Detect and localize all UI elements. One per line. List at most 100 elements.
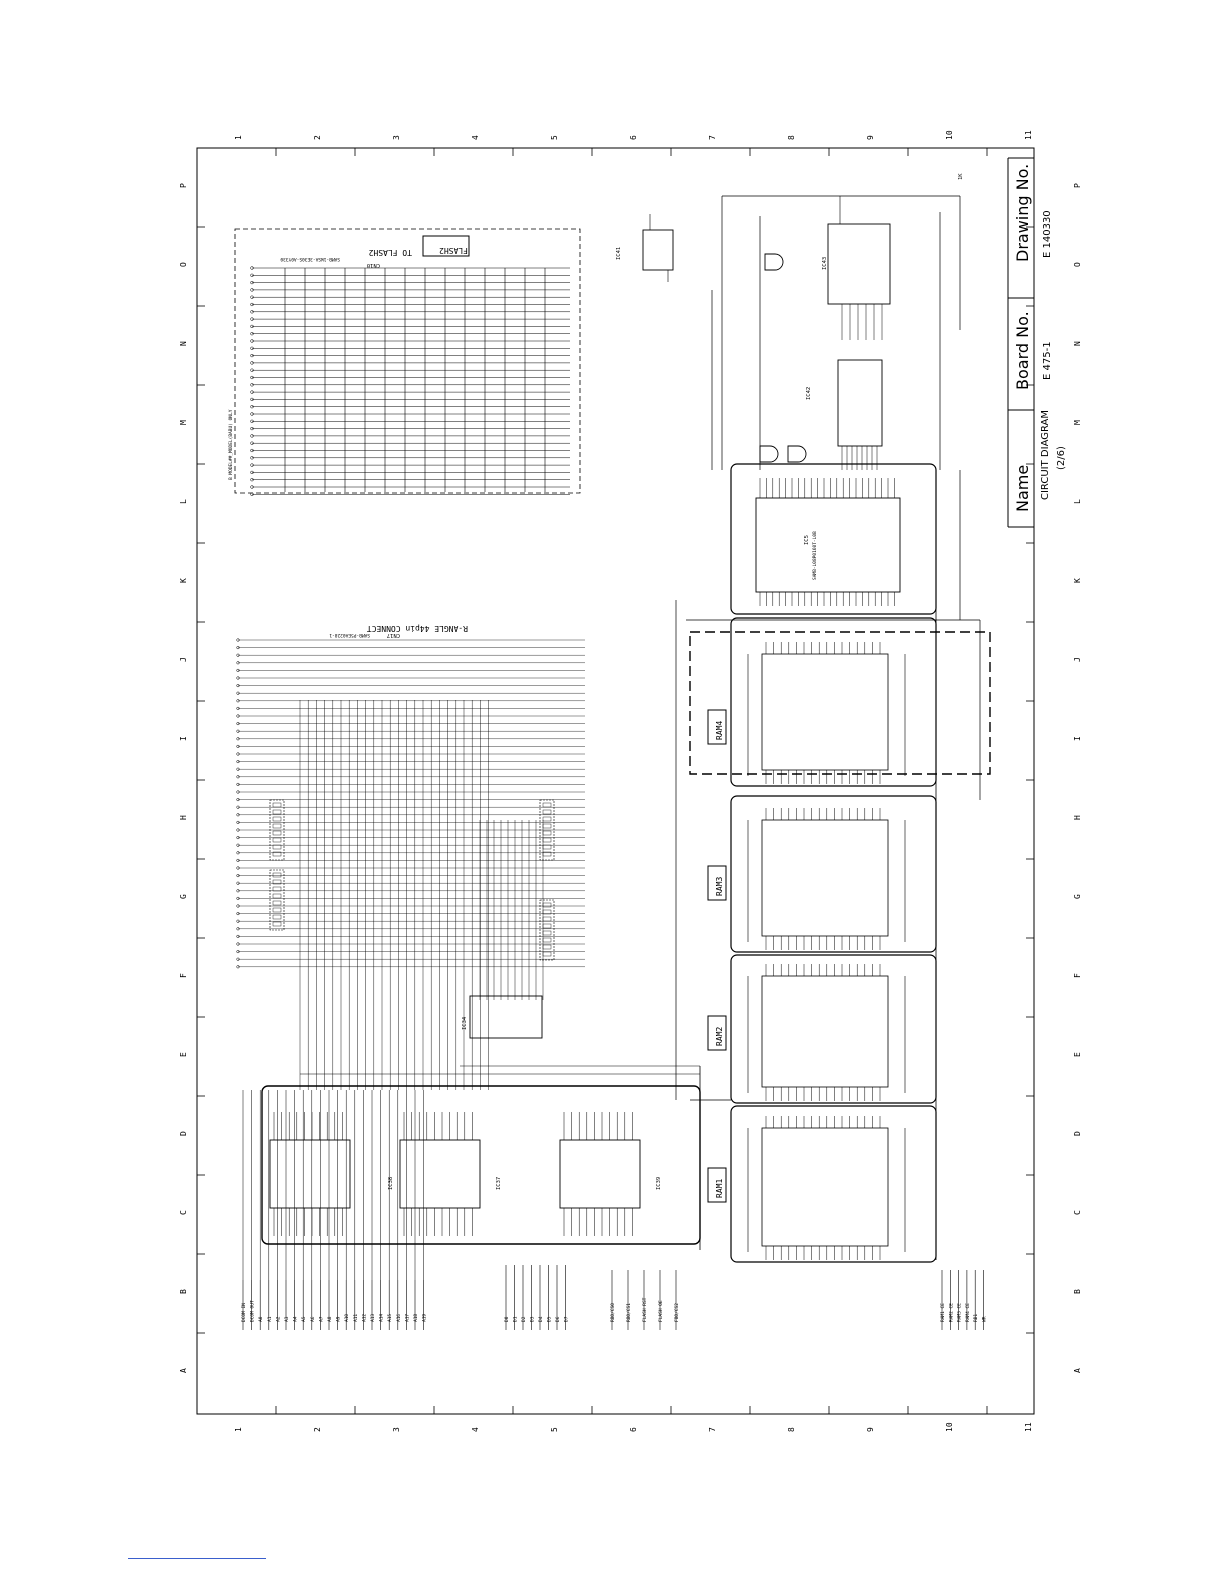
cn17-pin	[236, 866, 240, 870]
cn17-pin	[236, 782, 240, 786]
row-letter-left: E	[179, 1052, 188, 1057]
resistor-array	[269, 799, 285, 861]
ram-signal-label: RD1	[973, 1314, 979, 1322]
row-letter-right: H	[1073, 815, 1082, 820]
cn17-pin	[236, 919, 240, 923]
row-letter-right: F	[1073, 973, 1082, 978]
cn17-pin	[236, 646, 240, 650]
cn17-part: SAMB-P5EA0228-1	[329, 632, 370, 638]
left-signal-label: A15	[387, 1314, 393, 1322]
cn17-pin	[236, 934, 240, 938]
name-label: Name	[1013, 465, 1032, 512]
row-letter-left: L	[179, 499, 188, 504]
cn17-pin	[236, 843, 240, 847]
ic37-label: IC37	[496, 1177, 502, 1190]
left-signal-label: A17	[404, 1314, 410, 1322]
column-number-bottom: 6	[629, 1427, 638, 1432]
column-number-bottom: 2	[313, 1427, 322, 1432]
resistor	[542, 951, 552, 957]
ic5-flash: IC5 SAMB-L08P0160T-L0B	[730, 463, 937, 615]
cn10-part: SAMB-1WSA-3E30S-A0Y330	[280, 256, 340, 262]
title-block: Drawing No. E 140330 Board No. E 475-1 N…	[1007, 157, 1067, 528]
resistor-array	[539, 799, 555, 861]
cn10-pin-lines	[250, 266, 570, 496]
resistor	[542, 937, 552, 943]
resistor	[272, 844, 282, 850]
board-no-value: E 475-1	[1042, 341, 1053, 380]
flash2-block: FLASH2 TO FLASH2 CN10 SAMB-1WSA-3E30S-A0…	[228, 228, 581, 496]
buffer-ic	[269, 1139, 351, 1209]
column-number-bottom: 4	[471, 1427, 480, 1432]
cn10-pin	[250, 478, 254, 482]
row-letter-left: H	[179, 815, 188, 820]
ic42-label: IC42	[806, 387, 812, 400]
row-letter-left: N	[179, 341, 188, 346]
cn10-pin	[250, 412, 254, 416]
resistor-array	[539, 899, 555, 961]
cn17-pin	[236, 858, 240, 862]
row-letter-left: B	[179, 1289, 188, 1294]
row-letter-right: E	[1073, 1052, 1082, 1057]
resistor	[272, 837, 282, 843]
cn17-pin	[236, 638, 240, 642]
left-signal-label: A3	[284, 1316, 290, 1322]
cn17-pin	[236, 737, 240, 741]
left-signal-label: A7	[318, 1316, 324, 1322]
row-letter-right: K	[1073, 578, 1082, 583]
cn17-pin	[236, 927, 240, 931]
left-signal-label: A13	[370, 1314, 376, 1322]
cn10-pin	[250, 419, 254, 423]
cn10-pin	[250, 310, 254, 314]
cn10-pin	[250, 492, 254, 496]
cn17-pin	[236, 699, 240, 703]
cn10-pin	[250, 448, 254, 453]
flash2-label: FLASH2	[439, 246, 468, 255]
row-letter-left: O	[179, 262, 188, 267]
interconnect-wires	[299, 470, 981, 1260]
cn10-pin	[250, 383, 254, 387]
data-signal-label: D6	[555, 1316, 561, 1322]
cn17-label: CN17	[387, 632, 400, 638]
cn17-pin	[236, 752, 240, 756]
cn17-pin	[236, 881, 240, 885]
resistor	[542, 802, 552, 808]
cn10-pin	[250, 324, 254, 329]
row-letter-right: J	[1073, 657, 1082, 662]
ram-modules: RAM4 RAM3 RAM2 RAM1	[689, 617, 991, 1263]
cn10-pin	[250, 353, 254, 358]
resistor-array	[269, 869, 285, 931]
column-number-top: 5	[550, 135, 559, 140]
resistor	[272, 907, 282, 913]
column-number-bottom: 9	[866, 1427, 875, 1432]
ram4-label: RAM4	[715, 721, 724, 740]
resistor	[542, 923, 552, 929]
resistor	[542, 837, 552, 843]
resistor	[272, 802, 282, 808]
r-angle-label: R-ANGLE 44pin CONNECT	[367, 624, 468, 633]
left-signal-label: A1	[267, 1316, 273, 1322]
cn17-pin	[236, 744, 240, 748]
cn17-pin	[236, 950, 240, 954]
row-letter-right: M	[1073, 420, 1082, 425]
ctrl-signal-label: RBO/CS0	[610, 1303, 616, 1322]
cn17-pin	[236, 828, 240, 832]
resistor	[272, 851, 282, 857]
cn17-pin	[236, 912, 240, 916]
cn10-pin	[250, 426, 254, 431]
cn17-pin	[236, 706, 240, 710]
left-signal-label: A18	[413, 1314, 419, 1322]
row-letter-left: M	[179, 420, 188, 425]
cn10-pin	[250, 346, 254, 350]
data-signal-label: D7	[564, 1316, 570, 1322]
row-letter-left: K	[179, 578, 188, 583]
column-number-bottom: 10	[945, 1422, 954, 1432]
cn17-pin	[236, 790, 240, 794]
cn17-pin	[236, 904, 240, 908]
row-letter-left: G	[179, 894, 188, 899]
cn17-pin	[236, 874, 240, 878]
resistor	[272, 900, 282, 906]
ram-signal-label: RAM4 CE	[965, 1303, 971, 1322]
ic34-buffer: IC34	[462, 995, 543, 1039]
